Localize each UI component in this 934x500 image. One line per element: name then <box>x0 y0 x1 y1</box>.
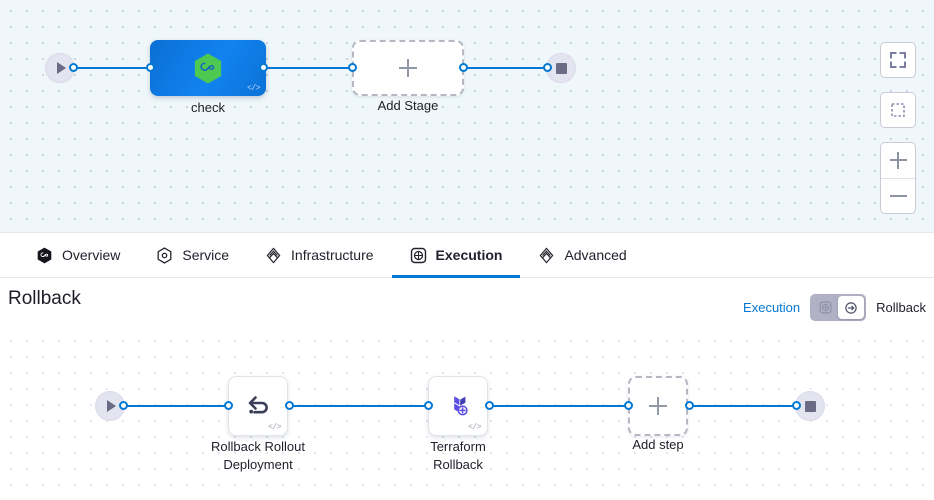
step-label-rollback-rollout-deployment: Rollback Rollout Deployment <box>188 438 328 474</box>
tab-infrastructure[interactable]: Infrastructure <box>247 233 391 277</box>
tab-execution[interactable]: Execution <box>391 233 521 278</box>
add-step-node[interactable] <box>628 376 688 436</box>
tab-overview-label: Overview <box>62 247 121 263</box>
harness-hexagon-icon <box>194 53 222 83</box>
step-yaml-badge[interactable]: </> <box>268 423 281 432</box>
stop-icon <box>555 62 567 74</box>
connector-start-to-rollout <box>122 405 228 407</box>
stage-label-check: check <box>191 100 225 115</box>
toggle-option-rollback[interactable] <box>838 296 865 319</box>
port-end-in[interactable] <box>543 63 552 72</box>
toggle-label-rollback[interactable]: Rollback <box>876 300 926 315</box>
add-stage-label: Add Stage <box>377 98 439 113</box>
step-label-line2: Rollback <box>433 457 483 472</box>
execution-icon <box>410 247 426 263</box>
service-hexagon-icon <box>157 246 172 264</box>
connector-terraform-to-addstep <box>488 405 630 407</box>
rollback-header: Rollback Execution <box>0 278 934 330</box>
connector-check-to-addstage <box>262 67 358 69</box>
port-addstage-in[interactable] <box>348 63 357 72</box>
connector-start-to-check <box>72 67 162 69</box>
rollback-canvas[interactable]: </> Rollback Rollout Deployment </> Terr… <box>0 330 934 500</box>
stage-canvas[interactable]: </> check Add Stage <box>0 0 934 232</box>
port-start-out[interactable] <box>69 63 78 72</box>
advanced-layers-icon <box>540 246 554 264</box>
execution-icon <box>819 301 832 314</box>
connector-addstage-to-end <box>460 67 560 69</box>
step-label-line1: Rollback Rollout <box>211 439 305 454</box>
tab-advanced[interactable]: Advanced <box>520 233 644 277</box>
execution-rollback-toggle-group[interactable]: Execution Rollback <box>743 294 926 321</box>
tab-overview[interactable]: Overview <box>18 233 138 277</box>
add-step-label: Add step <box>632 437 684 452</box>
zoom-to-selection-icon <box>891 103 905 117</box>
port-terraform-out[interactable] <box>485 401 494 410</box>
harness-hexagon-filled-icon <box>37 247 52 263</box>
port-addstep-in[interactable] <box>624 401 633 410</box>
play-icon <box>107 400 116 412</box>
execution-rollback-toggle[interactable] <box>810 294 867 321</box>
port-addstep-out[interactable] <box>685 401 694 410</box>
rollback-arrow-icon <box>845 301 857 314</box>
infrastructure-layers-icon <box>266 246 281 264</box>
tab-service-label: Service <box>182 247 230 263</box>
port-rollout-in[interactable] <box>224 401 233 410</box>
port-check-out[interactable] <box>259 63 268 72</box>
connector-rollout-to-terraform <box>288 405 430 407</box>
stage-tab-bar[interactable]: Overview Service Infrastructure Exe <box>0 232 934 278</box>
plus-icon <box>399 59 417 77</box>
fit-screen-icon <box>890 52 906 68</box>
stage-yaml-badge[interactable]: </> <box>247 84 260 93</box>
step-node-terraform-rollback[interactable]: </> <box>428 376 488 436</box>
port-terraform-in[interactable] <box>424 401 433 410</box>
port-rollout-out[interactable] <box>285 401 294 410</box>
connector-addstep-to-end <box>688 405 804 407</box>
toggle-option-execution[interactable] <box>812 296 838 319</box>
stop-icon <box>804 400 816 412</box>
step-yaml-badge[interactable]: </> <box>468 423 481 432</box>
zoom-out-icon <box>889 194 907 197</box>
port-check-in[interactable] <box>146 63 155 72</box>
terraform-icon <box>454 396 468 416</box>
step-label-line1: Terraform <box>430 439 486 454</box>
fit-to-screen-button[interactable] <box>880 42 916 78</box>
port-addstage-out[interactable] <box>459 63 468 72</box>
tab-service[interactable]: Service <box>138 233 247 277</box>
step-label-line2: Deployment <box>223 457 293 472</box>
plus-icon <box>649 397 667 415</box>
step-node-rollback-rollout-deployment[interactable]: </> <box>228 376 288 436</box>
tab-infrastructure-label: Infrastructure <box>291 247 374 263</box>
tab-execution-label: Execution <box>435 247 503 263</box>
toggle-label-execution[interactable]: Execution <box>743 300 801 315</box>
stage-node-check[interactable]: </> <box>150 40 266 96</box>
page-title: Rollback <box>8 288 81 309</box>
tab-advanced-label: Advanced <box>564 247 627 263</box>
play-icon <box>57 62 66 74</box>
zoom-to-selection-button[interactable] <box>880 92 916 128</box>
port-end-in[interactable] <box>792 401 801 410</box>
zoom-in-button[interactable] <box>881 143 915 178</box>
zoom-controls[interactable] <box>880 142 916 214</box>
add-stage-node[interactable] <box>352 40 464 96</box>
zoom-in-icon <box>889 151 907 169</box>
step-label-terraform-rollback: Terraform Rollback <box>388 438 528 474</box>
rollback-undo-icon <box>248 396 268 414</box>
port-start-out[interactable] <box>119 401 128 410</box>
zoom-out-button[interactable] <box>881 177 915 214</box>
